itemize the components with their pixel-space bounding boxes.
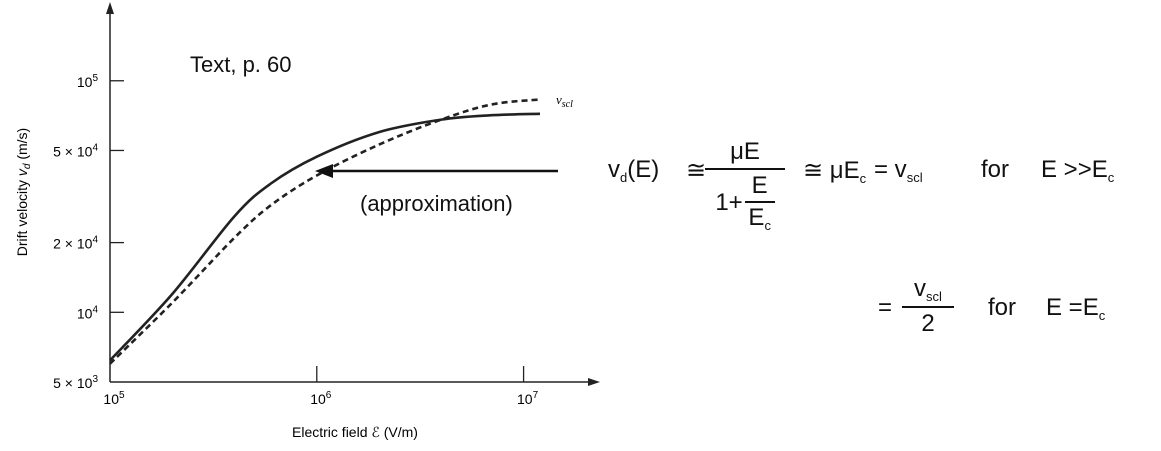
y-tick-label: 105: [77, 73, 99, 90]
y-tick-label: 104: [77, 304, 99, 321]
eq2-fraction: vscl 2: [900, 275, 956, 338]
chart-axes: [106, 2, 600, 386]
x-tick-label: 107: [517, 390, 539, 407]
eq1-vscl: = vscl: [874, 156, 923, 185]
drift-velocity-chart: 105 106 107 5 × 103 104 2 × 104 5 × 104 105 vsc…: [14, 2, 600, 440]
eq1-approx-sign: ≅: [686, 157, 707, 184]
eq2-condition: E =Ec: [1046, 294, 1106, 323]
eq1-fraction: μE 1+ E Ec: [704, 138, 786, 233]
eq2-equals: =: [878, 294, 893, 321]
series-dashed-approximation: [109, 98, 541, 365]
tick-marks: 105 106 107 5 × 103 104 2 × 104 5 × 104 105: [53, 73, 538, 407]
eq1-lhs: vd(E): [608, 156, 660, 185]
x-axis-arrow: [588, 378, 600, 386]
y-tick-label: 2 × 104: [53, 235, 98, 252]
source-caption: Text, p. 60: [190, 52, 292, 77]
eq1-for: for: [981, 156, 1010, 183]
eq1-denominator: 1+ E Ec: [715, 172, 775, 233]
series-layer: [109, 98, 541, 365]
x-tick-label: 105: [103, 390, 125, 407]
y-axis-label: Drift velocity vd (m/s): [14, 128, 33, 256]
eq1-mid: ≅ μEc: [803, 157, 867, 186]
y-tick-label: 5 × 103: [53, 374, 98, 391]
x-axis-label: Electric field ℰ (V/m): [292, 424, 418, 440]
y-tick-label: 5 × 104: [53, 142, 98, 159]
approximation-label: (approximation): [360, 191, 513, 216]
eq1-numerator: μE: [730, 138, 760, 165]
approximation-arrow: [315, 164, 558, 178]
y-axis-arrow: [106, 2, 114, 14]
x-tick-label: 106: [310, 390, 332, 407]
series-solid-vscl: [109, 112, 541, 362]
eq2-for: for: [988, 294, 1017, 321]
series-label-vscl: vscl: [556, 92, 573, 110]
eq1-condition: E >>Ec: [1041, 156, 1115, 185]
